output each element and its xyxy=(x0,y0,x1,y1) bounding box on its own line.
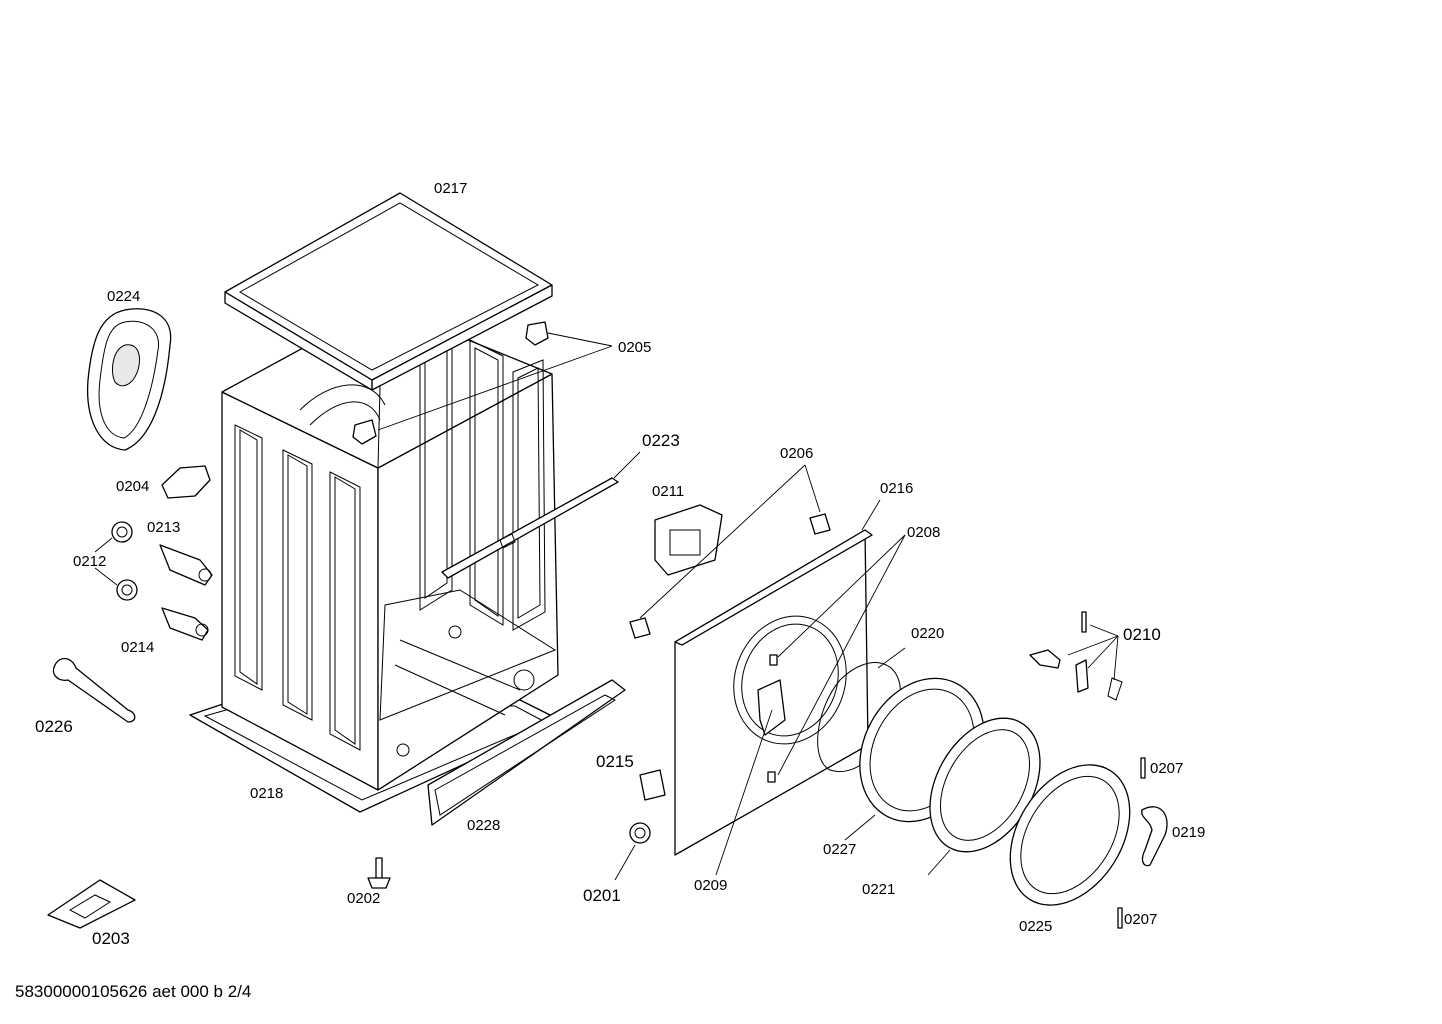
label-0224: 0224 xyxy=(107,288,141,305)
label-0215: 0215 xyxy=(596,752,634,771)
part-0224-rear-cover xyxy=(86,308,172,451)
label-0210: 0210 xyxy=(1123,625,1161,644)
part-0215-latch xyxy=(639,769,666,801)
part-0213-coil xyxy=(159,544,213,586)
label-0218: 0218 xyxy=(250,785,284,802)
part-0214-coil xyxy=(161,607,209,641)
label-0213: 0213 xyxy=(147,519,181,536)
label-0217: 0217 xyxy=(434,180,468,197)
label-0209: 0209 xyxy=(694,877,728,894)
part-0212-feet xyxy=(111,521,138,601)
part-0223-brace xyxy=(441,477,619,579)
part-0204-clamp xyxy=(161,465,211,499)
label-0227: 0227 xyxy=(823,841,857,858)
label-0216: 0216 xyxy=(880,480,914,497)
part-0210-hinge-set xyxy=(1029,611,1123,701)
label-0228: 0228 xyxy=(467,817,501,834)
label-0219: 0219 xyxy=(1172,824,1206,841)
label-0205: 0205 xyxy=(618,339,652,356)
label-0204: 0204 xyxy=(116,478,150,495)
part-0217-top-cover xyxy=(224,192,553,391)
label-0220: 0220 xyxy=(911,625,945,642)
part-0206-fasteners xyxy=(629,513,831,639)
part-0205-clips xyxy=(352,321,549,445)
part-0202-screw xyxy=(367,857,391,889)
part-0226-wrench xyxy=(52,657,136,723)
part-0203-bracket xyxy=(47,879,136,929)
label-0207-upper: 0207 xyxy=(1150,760,1184,777)
part-0211-door-lock xyxy=(654,504,723,576)
label-0206: 0206 xyxy=(780,445,814,462)
part-0207-pins xyxy=(1117,757,1146,929)
part-0225-door-ring xyxy=(1009,764,1131,906)
label-0221: 0221 xyxy=(862,881,896,898)
part-0219-handle xyxy=(1141,806,1168,867)
label-0212: 0212 xyxy=(73,553,107,570)
cabinet-body xyxy=(221,304,559,791)
label-0214: 0214 xyxy=(121,639,155,656)
label-0225: 0225 xyxy=(1019,918,1053,935)
part-0201-knob xyxy=(629,822,651,844)
label-0211: 0211 xyxy=(652,483,685,500)
document-footer-code: 58300000105626 aet 000 b 2/4 xyxy=(15,982,252,1001)
part-0228-plinth xyxy=(427,679,626,826)
label-0202: 0202 xyxy=(347,890,381,907)
label-0208: 0208 xyxy=(907,524,941,541)
label-0223: 0223 xyxy=(642,431,680,450)
label-0226: 0226 xyxy=(35,717,73,736)
label-0207-lower: 0207 xyxy=(1124,911,1158,928)
part-0216-front-panel xyxy=(674,529,873,856)
label-0201: 0201 xyxy=(583,886,621,905)
label-0203: 0203 xyxy=(92,929,130,948)
